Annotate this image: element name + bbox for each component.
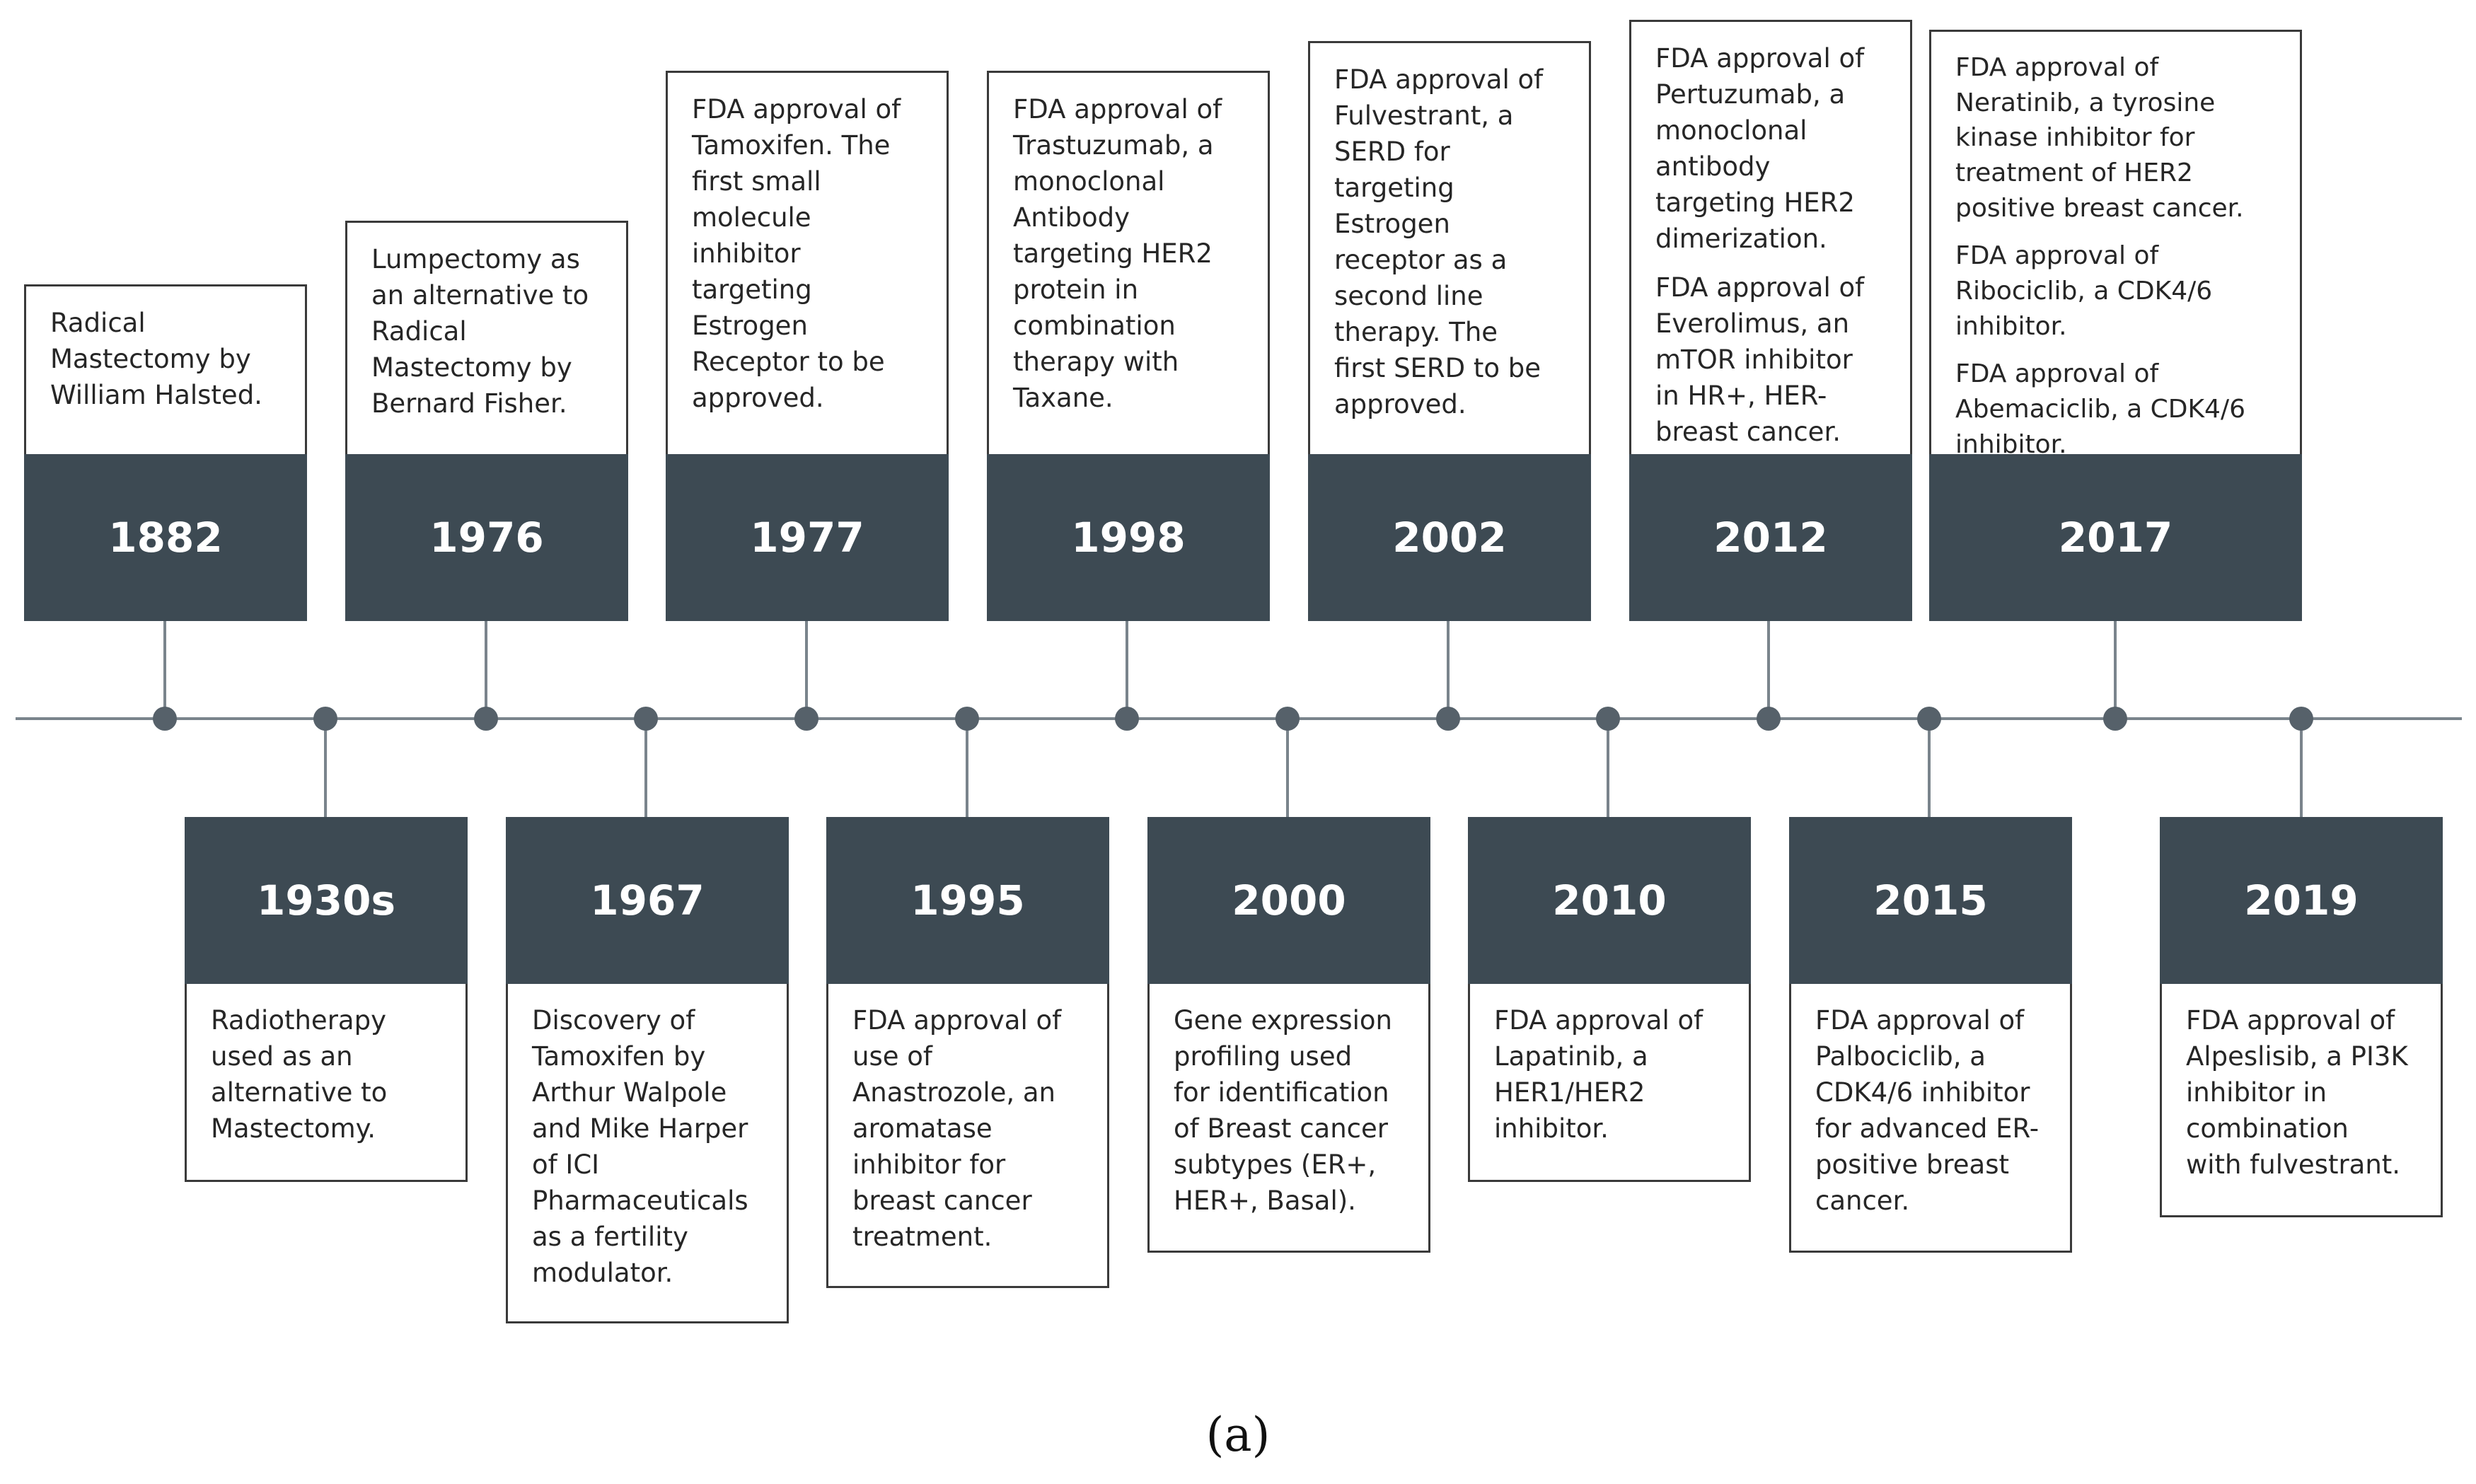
event-description: FDA approval of Tamoxifen. The first sma… [692, 94, 901, 414]
year-box-1967: 1967 [506, 817, 789, 984]
timeline-dot-2015 [1917, 707, 1941, 731]
year-label: 2017 [2058, 514, 2173, 562]
event-description: FDA approval of Abemaciclib, a CDK4/6 in… [1955, 359, 2245, 454]
year-box-1976: 1976 [345, 454, 628, 621]
connector-2019 [2300, 719, 2303, 817]
event-text-2019: FDA approval of Alpeslisib, a PI3K inhib… [2160, 984, 2443, 1217]
timeline-dot-1976 [474, 707, 498, 731]
year-box-1882: 1882 [24, 454, 307, 621]
year-box-1998: 1998 [987, 454, 1270, 621]
year-box-2002: 2002 [1308, 454, 1591, 621]
event-description: FDA approval of use of Anastrozole, an a… [852, 1005, 1062, 1253]
year-label: 2002 [1392, 514, 1507, 562]
year-label: 1976 [429, 514, 544, 562]
connector-2017 [2114, 621, 2117, 719]
event-text-2012: FDA approval of Pertuzumab, a monoclonal… [1629, 20, 1912, 454]
event-text-2010: FDA approval of Lapatinib, a HER1/HER2 i… [1468, 984, 1751, 1182]
timeline-dot-1967 [634, 707, 658, 731]
timeline-dot-2000 [1275, 707, 1300, 731]
year-label: 1967 [590, 876, 705, 924]
year-box-2012: 2012 [1629, 454, 1912, 621]
year-box-2017: 2017 [1929, 454, 2302, 621]
year-label: 1998 [1071, 514, 1186, 562]
connector-1882 [163, 621, 166, 719]
year-label: 1995 [910, 876, 1025, 924]
event-description: Lumpectomy as an alternative to Radical … [371, 244, 589, 419]
event-description: FDA approval of Alpeslisib, a PI3K inhib… [2186, 1005, 2408, 1181]
year-box-2015: 2015 [1789, 817, 2072, 984]
timeline-dot-1995 [955, 707, 979, 731]
year-label: 1977 [750, 514, 864, 562]
year-label: 2010 [1552, 876, 1667, 924]
event-description: Radical Mastectomy by William Halsted. [50, 308, 262, 411]
year-box-1995: 1995 [826, 817, 1109, 984]
event-text-1995: FDA approval of use of Anastrozole, an a… [826, 984, 1109, 1288]
timeline-axis [16, 717, 2462, 720]
connector-1998 [1126, 621, 1128, 719]
event-text-1930s: Radiotherapy used as an alternative to M… [185, 984, 468, 1182]
timeline-dot-1977 [794, 707, 818, 731]
event-text-2000: Gene expression profiling used for ident… [1147, 984, 1430, 1253]
timeline-dot-2019 [2289, 707, 2313, 731]
timeline-dot-2017 [2103, 707, 2127, 731]
event-description: Discovery of Tamoxifen by Arthur Walpole… [532, 1005, 748, 1289]
connector-2002 [1447, 621, 1450, 719]
year-label: 1882 [108, 514, 223, 562]
connector-1976 [485, 621, 487, 719]
year-label: 2000 [1232, 876, 1346, 924]
year-box-2010: 2010 [1468, 817, 1751, 984]
event-description: FDA approval of Fulvestrant, a SERD for … [1334, 64, 1544, 420]
timeline-dot-2012 [1757, 707, 1781, 731]
event-text-2002: FDA approval of Fulvestrant, a SERD for … [1308, 41, 1591, 454]
event-text-1977: FDA approval of Tamoxifen. The first sma… [666, 71, 949, 454]
event-text-1882: Radical Mastectomy by William Halsted. [24, 284, 307, 454]
timeline-dot-2010 [1596, 707, 1620, 731]
event-description: Radiotherapy used as an alternative to M… [211, 1005, 388, 1144]
connector-1995 [966, 719, 968, 817]
year-box-1930s: 1930s [185, 817, 468, 984]
event-text-1967: Discovery of Tamoxifen by Arthur Walpole… [506, 984, 789, 1323]
figure-caption: (a) [1205, 1408, 1271, 1462]
event-text-1976: Lumpectomy as an alternative to Radical … [345, 221, 628, 454]
event-description: FDA approval of Trastuzumab, a monoclona… [1013, 94, 1222, 414]
connector-1967 [644, 719, 647, 817]
event-description: FDA approval of Neratinib, a tyrosine ki… [1955, 53, 2244, 223]
year-box-1977: 1977 [666, 454, 949, 621]
connector-2015 [1928, 719, 1931, 817]
event-text-2017: FDA approval of Neratinib, a tyrosine ki… [1929, 30, 2302, 454]
connector-1977 [805, 621, 808, 719]
connector-1930s [324, 719, 327, 817]
event-description: Gene expression profiling used for ident… [1174, 1005, 1392, 1217]
event-description: FDA approval of Everolimus, an mTOR inhi… [1655, 272, 1865, 448]
timeline-dot-1930s [313, 707, 337, 731]
timeline-dot-1882 [153, 707, 177, 731]
connector-2000 [1286, 719, 1289, 817]
year-box-2019: 2019 [2160, 817, 2443, 984]
event-description: FDA approval of Palbociclib, a CDK4/6 in… [1815, 1005, 2040, 1217]
year-label: 2019 [2244, 876, 2359, 924]
year-box-2000: 2000 [1147, 817, 1430, 984]
event-description: FDA approval of Pertuzumab, a monoclonal… [1655, 43, 1865, 255]
year-label: 2015 [1873, 876, 1988, 924]
event-text-2015: FDA approval of Palbociclib, a CDK4/6 in… [1789, 984, 2072, 1253]
event-description: FDA approval of Lapatinib, a HER1/HER2 i… [1494, 1005, 1703, 1144]
year-label: 1930s [257, 876, 395, 924]
event-description: FDA approval of Ribociclib, a CDK4/6 inh… [1955, 241, 2213, 341]
timeline-dot-2002 [1436, 707, 1460, 731]
timeline-dot-1998 [1115, 707, 1139, 731]
event-text-1998: FDA approval of Trastuzumab, a monoclona… [987, 71, 1270, 454]
year-label: 2012 [1713, 514, 1828, 562]
connector-2010 [1607, 719, 1609, 817]
connector-2012 [1767, 621, 1770, 719]
